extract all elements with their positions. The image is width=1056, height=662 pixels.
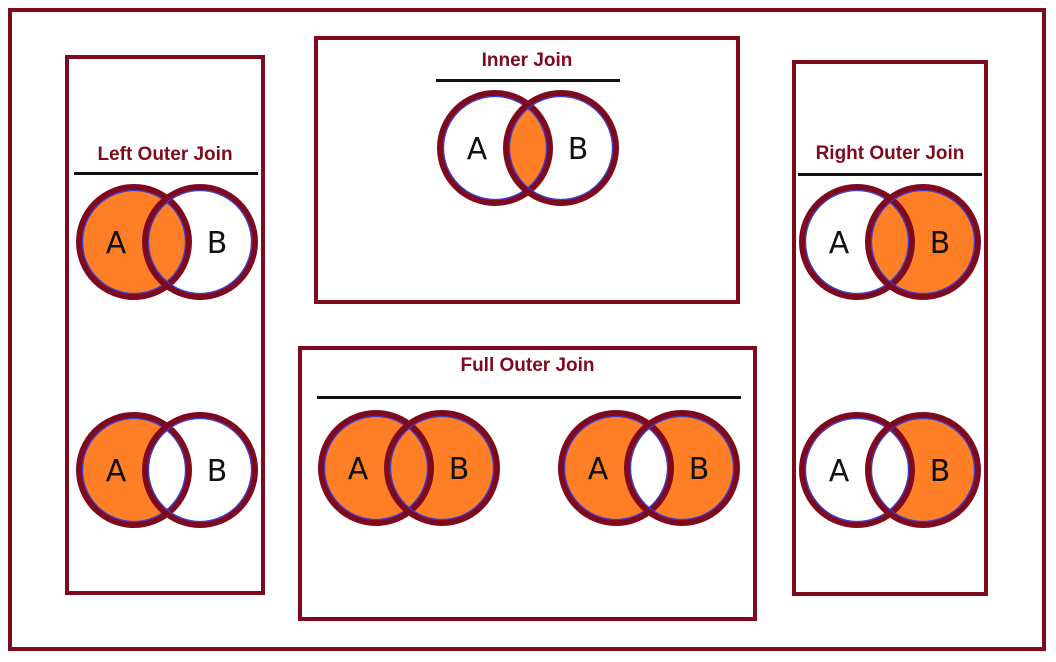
circle-a-inner-ring bbox=[81, 189, 187, 295]
circle-a-inner-ring bbox=[804, 417, 910, 523]
circle-a-ring bbox=[437, 90, 553, 206]
label-a: A bbox=[467, 132, 488, 167]
right-outer-join-title: Right Outer Join bbox=[815, 143, 965, 164]
circle-b-inner-ring bbox=[629, 415, 735, 521]
region-intersection bbox=[506, 93, 550, 203]
full-outer-join-underline bbox=[317, 396, 741, 399]
circle-b-inner-ring bbox=[870, 189, 976, 295]
circle-a-ring bbox=[318, 410, 434, 526]
region-b-only bbox=[868, 415, 978, 525]
region-intersection bbox=[145, 187, 189, 297]
inner-join-title: Inner Join bbox=[481, 50, 573, 71]
label-a: A bbox=[588, 452, 609, 487]
full-outer-join-panel bbox=[298, 346, 757, 621]
label-a: A bbox=[829, 454, 850, 489]
label-a: A bbox=[348, 452, 369, 487]
circle-a-ring bbox=[76, 412, 192, 528]
region-intersection bbox=[868, 187, 912, 297]
right-outer-join-underline bbox=[798, 173, 982, 176]
circle-a-inner-ring bbox=[81, 417, 187, 523]
label-a: A bbox=[829, 226, 850, 261]
label-a: A bbox=[106, 454, 127, 489]
circle-a-ring bbox=[799, 184, 915, 300]
circle-a-inner-ring bbox=[563, 415, 669, 521]
circle-b-inner-ring bbox=[147, 417, 253, 523]
region-a-only bbox=[79, 415, 189, 525]
outer-frame bbox=[8, 8, 1046, 651]
label-b: B bbox=[207, 226, 228, 261]
circle-a-inner-ring bbox=[442, 95, 548, 201]
circle-b-ring bbox=[865, 184, 981, 300]
circle-a-inner-ring bbox=[323, 415, 429, 521]
circle-b-inner-ring bbox=[508, 95, 614, 201]
region-b-only bbox=[627, 413, 737, 523]
label-b: B bbox=[689, 452, 710, 487]
inner-join-panel bbox=[314, 36, 740, 304]
circle-b-inner-ring bbox=[147, 189, 253, 295]
left-outer-join-panel bbox=[65, 55, 265, 595]
circle-a-ring bbox=[558, 410, 674, 526]
inner-join-underline bbox=[436, 79, 620, 82]
circle-b-ring bbox=[865, 412, 981, 528]
circle-a-ring bbox=[799, 412, 915, 528]
right-outer-join-panel bbox=[792, 60, 988, 596]
label-b: B bbox=[930, 454, 951, 489]
circle-b-ring bbox=[142, 184, 258, 300]
circle-b-inner-ring bbox=[389, 415, 495, 521]
circle-b-ring bbox=[142, 412, 258, 528]
label-b: B bbox=[930, 226, 951, 261]
circle-b-ring bbox=[503, 90, 619, 206]
circle-b-ring bbox=[384, 410, 500, 526]
label-b: B bbox=[207, 454, 228, 489]
left-outer-join-underline bbox=[74, 172, 258, 175]
region-intersection bbox=[387, 413, 431, 523]
label-b: B bbox=[449, 452, 470, 487]
label-a: A bbox=[106, 226, 127, 261]
full-outer-join-title: Full Outer Join bbox=[460, 355, 595, 376]
circle-a-inner-ring bbox=[804, 189, 910, 295]
circle-b-inner-ring bbox=[870, 417, 976, 523]
label-b: B bbox=[568, 132, 589, 167]
left-outer-join-title: Left Outer Join bbox=[97, 144, 233, 165]
circle-a-ring bbox=[76, 184, 192, 300]
circle-b-ring bbox=[624, 410, 740, 526]
